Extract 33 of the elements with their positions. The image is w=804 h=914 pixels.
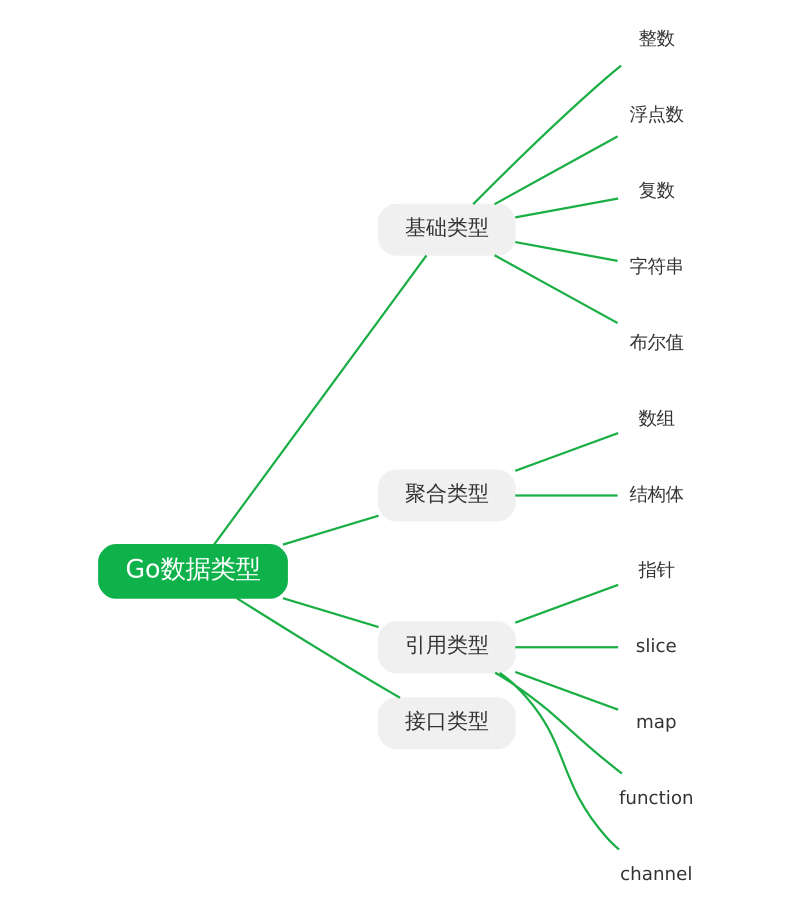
- connector: [212, 254, 427, 545]
- connector: [514, 240, 618, 262]
- connector: [514, 670, 618, 710]
- node-box: 聚合类型: [377, 468, 516, 521]
- node-text: 指针: [638, 560, 674, 581]
- node-text: channel: [620, 863, 692, 884]
- connector: [494, 254, 618, 324]
- node-text: 字符串: [628, 256, 683, 277]
- connector: [236, 596, 400, 698]
- node-text: 浮点数: [628, 104, 683, 126]
- connector: [514, 494, 618, 496]
- connector: [514, 646, 618, 648]
- connector: [282, 596, 378, 628]
- connector: [494, 134, 618, 205]
- connector: [498, 671, 620, 850]
- connector: [514, 196, 618, 218]
- node-text: slice: [635, 636, 676, 657]
- node-box: Go数据类型: [98, 543, 288, 598]
- connector: [282, 514, 378, 546]
- node-box: 基础类型: [377, 203, 516, 256]
- node-text: 数组: [638, 408, 674, 429]
- connector: [514, 583, 618, 624]
- node-text: map: [635, 712, 676, 733]
- connector: [472, 64, 622, 204]
- node-text: 复数: [638, 180, 674, 202]
- node-text: 整数: [638, 28, 674, 50]
- node-text: 布尔值: [628, 332, 683, 353]
- node-box: 引用类型: [377, 620, 516, 673]
- node-text: function: [618, 787, 694, 808]
- node-text: 结构体: [628, 484, 683, 505]
- node-box: 接口类型: [377, 696, 516, 749]
- connector: [514, 431, 618, 472]
- connector: [494, 671, 622, 774]
